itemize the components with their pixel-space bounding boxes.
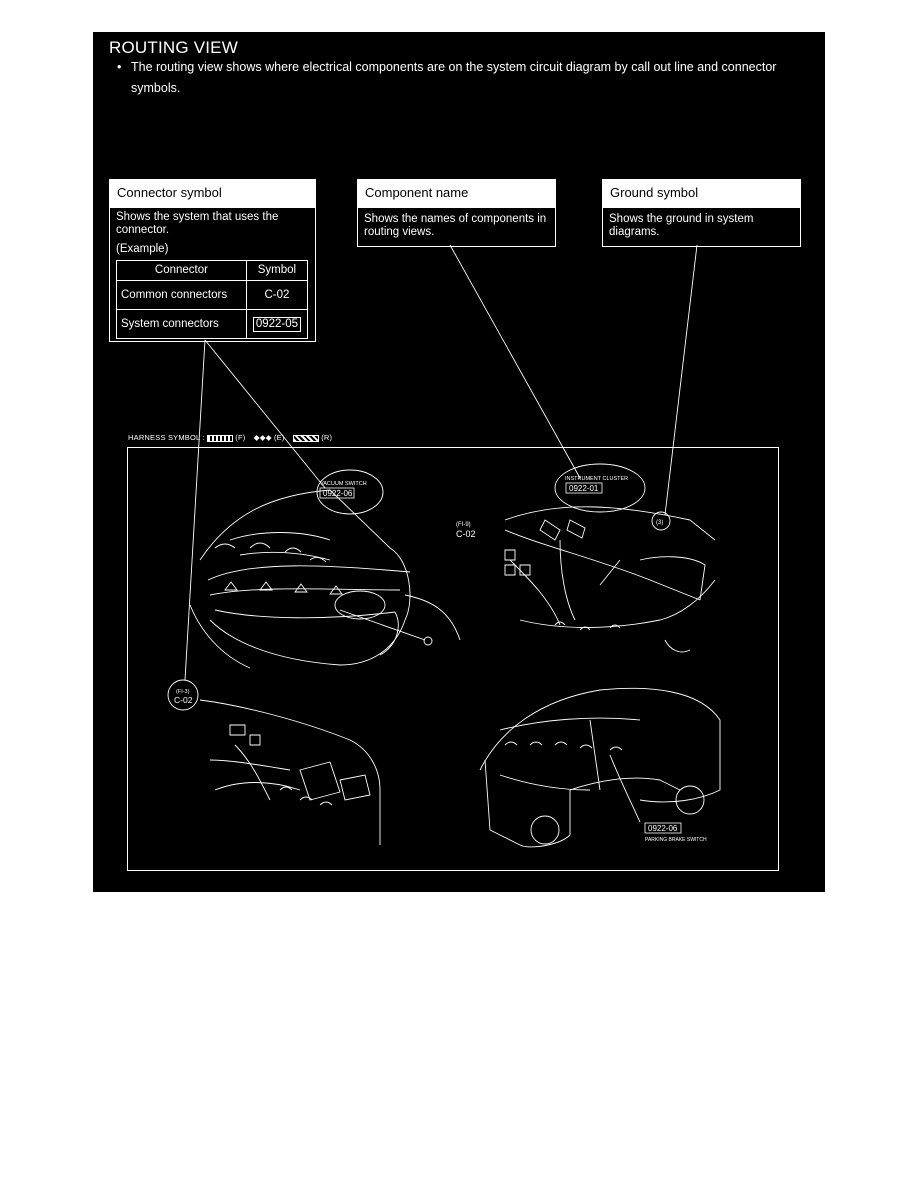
harness-f-swatch [207,434,233,442]
component-name-description: Shows the names of components in routing… [364,213,547,238]
connector-symbol-callout: Connector symbol Shows the system that u… [109,179,316,342]
fh2-connector: C-02 [174,695,193,705]
dashboard-drawing [504,506,716,653]
harness-e-code: (E) [273,433,285,442]
connector-symbol-heading: Connector symbol [110,180,315,208]
lower-dash-drawing [199,699,381,845]
col-symbol: Symbol [245,260,309,281]
instrument-cluster-code: 0922-01 [569,484,599,493]
parking-brake-label: PARKING BRAKE SWITCH [645,837,707,843]
vacuum-switch-code: 0922-06 [323,489,353,498]
example-label: (Example) [116,243,169,255]
routing-view-panel: ROUTING VIEW • The routing view shows wh… [93,32,825,892]
instrument-cluster-label: INSTRUMENT CLUSTER [565,476,628,482]
fh2-code: (FI-3) [176,689,190,695]
ground-code: (3) [656,520,663,526]
connector-leader-line [204,339,326,489]
connector-symbol-description: Shows the system that uses the connector… [116,211,279,236]
intro-bullet: • The routing view shows where electrica… [117,57,797,99]
component-leader-line [449,244,581,479]
row-system-symbol-cell: 0922-05 [245,309,309,339]
row-system-connector: System connectors [116,309,247,339]
vacuum-switch-label: VACUUM SWITCH [320,481,367,487]
routing-diagram-frame [127,447,779,871]
row-system-symbol: 0922-05 [252,316,302,332]
connector-leader-line-2 [184,339,206,681]
ground-symbol-description: Shows the ground in system diagrams. [609,213,754,238]
ground-symbol-callout: Ground symbol Shows the ground in system… [602,179,801,247]
table-row: System connectors 0922-05 [116,309,309,339]
component-name-heading: Component name [358,180,555,208]
harness-f-code: (F) [235,433,246,442]
instrument-cluster-circle [554,463,646,513]
example-table: Connector Symbol Common connectors C-02 … [116,260,309,339]
ground-circle [651,511,671,531]
diagram-labels: VACUUM SWITCH 0922-06 INSTRUMENT CLUSTER… [174,476,707,843]
intro-text: The routing view shows where electrical … [131,60,777,95]
connector-symbol-body: Shows the system that uses the connector… [110,208,315,342]
fh-connector: C-02 [456,529,476,539]
row-common-connector: Common connectors [116,280,247,310]
fh-code: (FI-9) [456,522,471,528]
vacuum-switch-circle [316,469,384,515]
harness-e-swatch: ◆◆◆ [253,433,272,442]
page-title: ROUTING VIEW [109,38,238,57]
example-table-header: Connector Symbol [116,260,309,281]
col-connector: Connector [116,260,247,281]
engine-bay-drawing [189,489,461,669]
rear-body-drawing [479,687,721,848]
ground-symbol-heading: Ground symbol [603,180,800,208]
harness-symbol-legend: HARNESS SYMBOL : (F) ◆◆◆ (E) (R) [128,433,332,442]
ground-leader-line [664,244,698,516]
parking-brake-code: 0922-06 [648,824,678,833]
harness-r-swatch [292,434,319,442]
harness-r-code: (R) [321,433,333,442]
harness-legend-label: HARNESS SYMBOL : [128,433,205,442]
bullet-dot: • [117,60,122,74]
component-name-callout: Component name Shows the names of compon… [357,179,556,247]
fh-connector-circle [167,679,199,711]
